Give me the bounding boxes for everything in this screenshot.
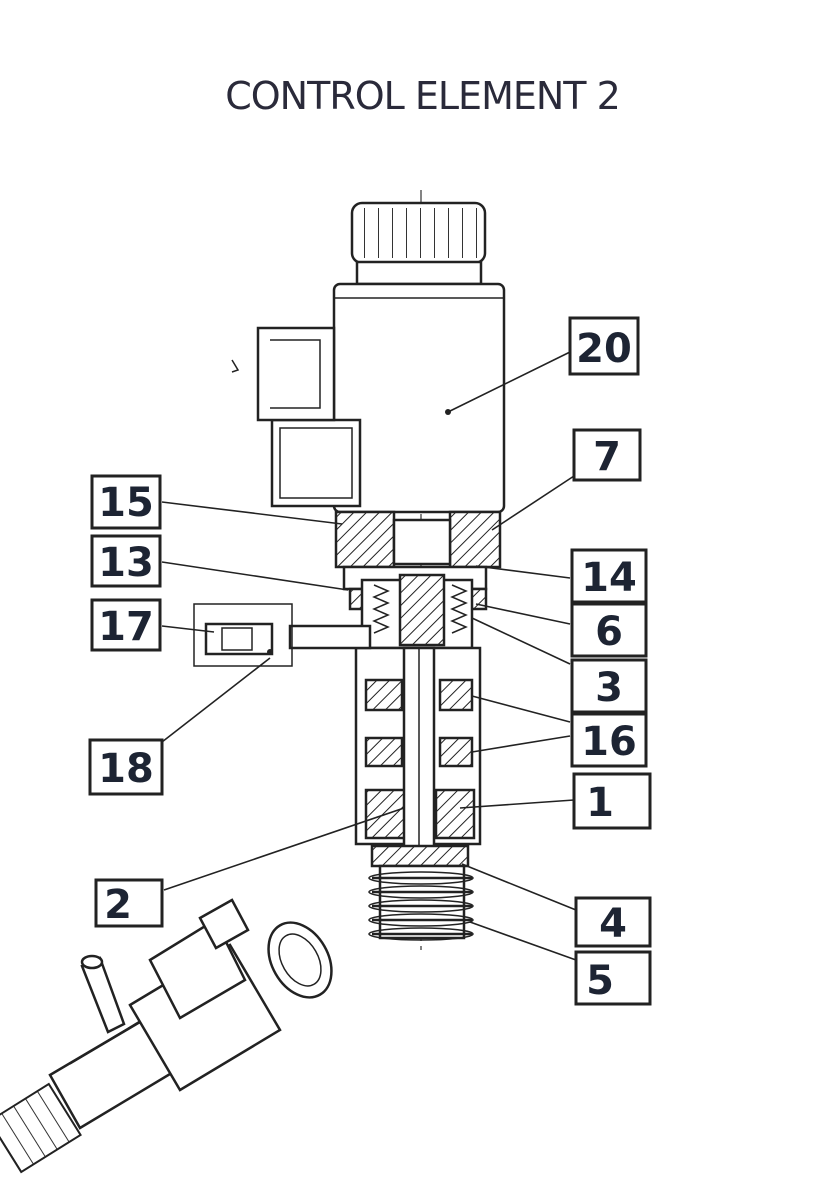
isometric-valve-view bbox=[0, 898, 333, 1174]
manual-override-pin bbox=[193, 603, 372, 667]
svg-text:3: 3 bbox=[595, 665, 623, 711]
callout-14: 14 bbox=[570, 548, 648, 604]
spring-assembly bbox=[368, 844, 474, 941]
callout-1: 1 bbox=[572, 772, 652, 830]
svg-text:16: 16 bbox=[581, 719, 637, 765]
callout-17: 17 bbox=[90, 598, 162, 652]
armature-section bbox=[360, 573, 474, 650]
svg-text:4: 4 bbox=[599, 901, 627, 947]
knurled-nut bbox=[350, 201, 487, 286]
svg-text:20: 20 bbox=[576, 326, 632, 372]
callout-5: 5 bbox=[574, 950, 652, 1006]
svg-text:2: 2 bbox=[104, 882, 132, 928]
svg-text:13: 13 bbox=[98, 540, 154, 586]
callout-4: 4 bbox=[574, 896, 652, 948]
callout-16: 16 bbox=[570, 712, 648, 768]
leader-lines bbox=[161, 351, 577, 961]
diagram-title: CONTROL ELEMENT 2 bbox=[225, 74, 621, 118]
callout-3: 3 bbox=[570, 658, 648, 714]
callout-6: 6 bbox=[570, 602, 648, 658]
svg-text:17: 17 bbox=[98, 604, 154, 650]
svg-text:14: 14 bbox=[581, 555, 637, 601]
svg-text:1: 1 bbox=[586, 780, 614, 826]
svg-text:18: 18 bbox=[98, 746, 154, 792]
cartridge-sleeve bbox=[354, 646, 482, 850]
callout-13: 13 bbox=[90, 534, 162, 588]
connector-plug bbox=[231, 326, 362, 508]
callout-2: 2 bbox=[94, 878, 164, 928]
callout-18: 18 bbox=[88, 738, 164, 796]
callout-20: 20 bbox=[568, 316, 640, 376]
callout-15: 15 bbox=[90, 474, 162, 530]
svg-text:5: 5 bbox=[586, 958, 614, 1004]
callout-7: 7 bbox=[572, 428, 642, 482]
svg-text:6: 6 bbox=[595, 609, 623, 655]
svg-text:15: 15 bbox=[98, 480, 154, 526]
svg-text:7: 7 bbox=[593, 434, 621, 480]
